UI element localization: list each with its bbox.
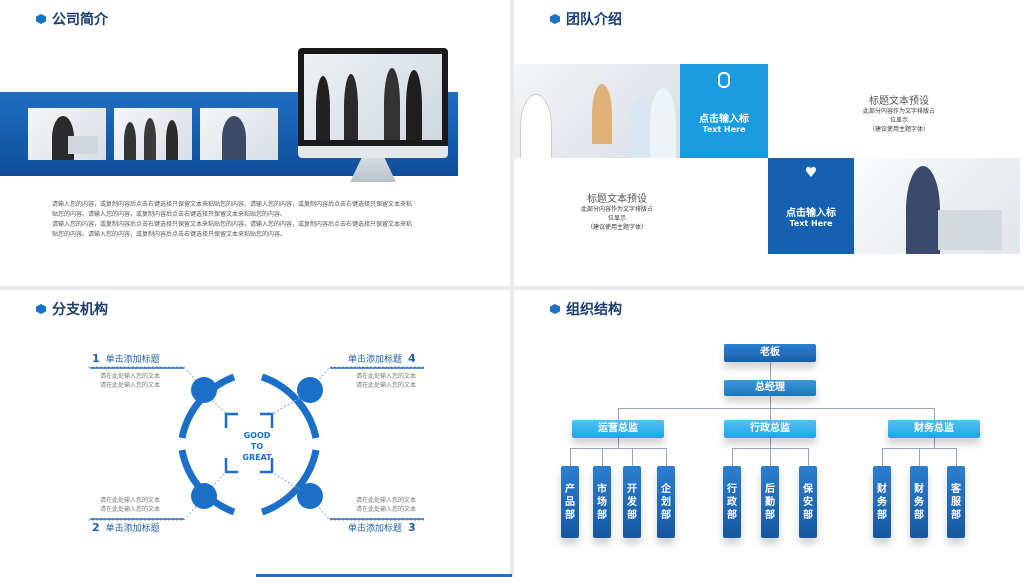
org-dept[interactable]: 财务部 (873, 466, 891, 538)
branch-label-2[interactable]: 2 单击添加标题 (92, 521, 160, 534)
org-node-gm[interactable]: 总经理 (724, 380, 816, 396)
branch-node-1 (191, 377, 217, 403)
org-node-ops-director[interactable]: 运营总监 (572, 420, 664, 438)
intro-paragraph: 请输入您的内容，或复制内容后点击右键选择只保留文本来粘贴您的内容。请输入您的内容… (52, 200, 452, 240)
slogan-line: TO (250, 442, 264, 451)
intro-line: 请输入您的内容，或复制内容后点击右键选择只保留文本来粘贴您的内容。请输入您的内容… (52, 201, 413, 208)
branch-node-3 (297, 483, 323, 509)
block-line: 位显示 (889, 117, 908, 124)
branch-title: 单击添加标题 (105, 355, 160, 365)
branch-number: 3 (408, 521, 416, 534)
slogan-line: GOOD (243, 431, 271, 440)
title-text: 分支机构 (52, 302, 108, 318)
intro-line: 请输入您的内容，或复制内容后点击右键选择只保留文本来粘贴您的内容。请输入您的内容… (52, 221, 413, 228)
org-node-admin-director[interactable]: 行政总监 (724, 420, 816, 438)
desc-line: 请在此处输入您的文本 (356, 506, 417, 513)
center-slogan: GOOD TO GREAT (232, 430, 282, 463)
title-text: 组织结构 (566, 302, 622, 318)
branch-title: 单击添加标题 (105, 524, 160, 534)
hexagon-bullet-icon (36, 304, 46, 314)
intro-line: 贴您的内容。请输入您的内容，或复制内容后点击右键选择只保留文本来粘贴您的内容。 (52, 211, 287, 218)
org-dept[interactable]: 市场部 (593, 466, 611, 538)
card-title: 点击输入标 (786, 208, 836, 219)
monitor-frame (298, 48, 448, 158)
branch-desc-4: 请在此处输入您的文本请在此处输入您的文本 (356, 372, 416, 390)
card-subtitle: Text Here (702, 125, 746, 134)
hexagon-bullet-icon (550, 304, 560, 314)
title-text: 公司简介 (52, 12, 108, 28)
photo-team-meeting (514, 64, 680, 158)
bottom-accent-bar (256, 574, 512, 577)
slide-branches[interactable]: 分支机构 (0, 290, 510, 577)
branch-node-4 (297, 377, 323, 403)
block-line: 位显示 (607, 215, 626, 222)
title-text: 团队介绍 (566, 12, 622, 28)
card-subtitle: Text Here (789, 219, 833, 228)
block-line: （建议使用主题字体） (868, 126, 929, 133)
branch-desc-2: 请在此处输入您的文本请在此处输入您的文本 (100, 496, 160, 514)
desc-line: 请在此处输入您的文本 (100, 373, 161, 380)
org-dept[interactable]: 保安部 (799, 466, 817, 538)
slogan-line: GREAT (242, 453, 272, 462)
hexagon-bullet-icon (550, 14, 560, 24)
branch-label-4[interactable]: 单击添加标题 4 (348, 352, 416, 365)
org-dept[interactable]: 产品部 (561, 466, 579, 538)
branch-desc-3: 请在此处输入您的文本请在此处输入您的文本 (356, 496, 416, 514)
org-dept[interactable]: 财务部 (910, 466, 928, 538)
photo-meeting-room (114, 108, 192, 160)
photo-woman-laptop (854, 158, 1020, 254)
org-dept[interactable]: 企划部 (657, 466, 675, 538)
desc-line: 请在此处输入您的文本 (356, 497, 417, 504)
photo-handshake (304, 54, 442, 140)
org-dept[interactable]: 行政部 (723, 466, 741, 538)
org-dept[interactable]: 后勤部 (761, 466, 779, 538)
branch-number: 2 (92, 521, 100, 534)
slide-title: 公司简介 (36, 9, 108, 29)
branch-number: 1 (92, 352, 100, 365)
heart-icon: ♥ (804, 165, 818, 181)
team-text-block-2: 标题文本预设 此部分内容作为文字排版占 位显示 （建议使用主题字体） (562, 190, 672, 232)
desc-line: 请在此处输入您的文本 (100, 382, 161, 389)
hexagon-bullet-icon (36, 14, 46, 24)
branch-node-2 (191, 483, 217, 509)
desc-line: 请在此处输入您的文本 (356, 373, 417, 380)
team-card-1[interactable]: 点击输入标 Text Here (680, 64, 768, 158)
desc-line: 请在此处输入您的文本 (356, 382, 417, 389)
org-dept[interactable]: 开发部 (623, 466, 641, 538)
org-node-finance-director[interactable]: 财务总监 (888, 420, 980, 438)
team-text-block-1: 标题文本预设 此部分内容作为文字排版占 位显示 （建议使用主题字体） (844, 92, 954, 134)
branch-label-1[interactable]: 1 单击添加标题 (92, 352, 160, 365)
branch-title: 单击添加标题 (348, 524, 403, 534)
slide-company-intro[interactable]: 公司简介 请输入您的内容，或复制内容后点击右键选择只保留文本来粘贴您的内容。请输… (0, 0, 510, 286)
slide-team-intro[interactable]: 团队介绍 点击输入标 Text Here 标题文本预设 此部分内容作为文字排版占… (514, 0, 1024, 286)
desc-line: 请在此处输入您的文本 (100, 497, 161, 504)
block-title: 标题文本预设 (587, 194, 647, 205)
slide-title: 组织结构 (550, 299, 622, 319)
branch-label-3[interactable]: 单击添加标题 3 (348, 521, 416, 534)
photo-woman-laptop (28, 108, 106, 160)
branch-ring-diagram (88, 366, 424, 521)
slide-title: 分支机构 (36, 299, 108, 319)
desc-line: 请在此处输入您的文本 (100, 506, 161, 513)
org-node-boss[interactable]: 老板 (724, 344, 816, 362)
team-card-2[interactable]: ♥ 点击输入标 Text Here (768, 158, 854, 254)
intro-line: 贴您的内容。请输入您的内容，或复制内容后点击右键选择只保留文本来粘贴您的内容。 (52, 231, 287, 238)
microphone-icon (718, 72, 730, 88)
card-title: 点击输入标 (699, 114, 749, 125)
block-line: 此部分内容作为文字排版占 (862, 108, 935, 115)
slide-org-structure[interactable]: 组织结构 老板 总经理 运营总监 行政总监 财务总监 产品部 市场部 开发部 企… (514, 290, 1024, 577)
block-title: 标题文本预设 (869, 96, 929, 107)
block-line: 此部分内容作为文字排版占 (580, 206, 653, 213)
block-line: （建议使用主题字体） (586, 224, 647, 231)
slide-title: 团队介绍 (550, 9, 622, 29)
photo-woman-desk (200, 108, 278, 160)
branch-title: 单击添加标题 (348, 355, 403, 365)
org-dept[interactable]: 客服部 (947, 466, 965, 538)
branch-number: 4 (408, 352, 416, 365)
branch-desc-1: 请在此处输入您的文本请在此处输入您的文本 (100, 372, 160, 390)
